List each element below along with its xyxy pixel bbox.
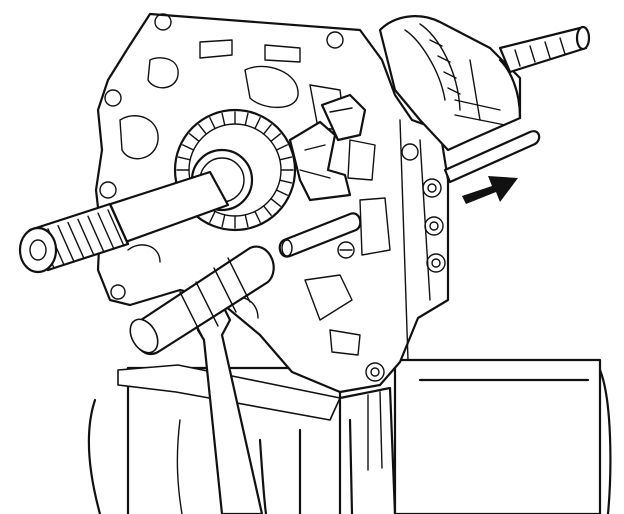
gear-tooth [209,117,216,130]
shaft-spline [77,218,95,257]
gear-tooth [198,123,208,135]
gear-tooth [221,112,226,126]
mainshaft [18,170,230,274]
shaft-spline [87,215,105,253]
gear-tooth [244,112,249,126]
gear-tooth [275,144,288,151]
shaft-spline [97,212,115,250]
gear-tooth [279,179,293,184]
shaft-spline [67,221,85,260]
output-shaft [378,15,591,152]
gear-tooth [270,133,282,143]
hammer [129,245,275,514]
gear-tooth [279,156,293,161]
shift-forks [288,93,367,202]
gear-tooth [275,189,288,196]
gear-tooth [188,133,200,143]
vise [87,358,612,514]
shaft-spline [57,225,75,263]
gear-tooth [262,205,272,217]
gear-tooth [177,156,191,161]
shaft-spline [107,209,125,247]
gear-tooth [221,214,226,228]
drift-pin [443,130,541,184]
gear-tooth [254,210,261,223]
gear-tooth [262,123,272,135]
gear-tooth [209,210,216,223]
gear-tooth [182,144,195,151]
roll-pin [278,212,362,258]
gear-tooth [244,214,249,228]
gear-tooth [270,197,282,207]
arrow-right-icon [462,176,518,204]
gear-tooth [254,117,261,130]
